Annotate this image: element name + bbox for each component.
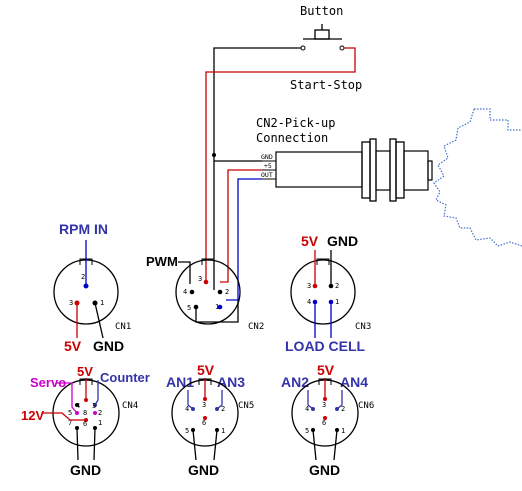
cn1-pin2: 2: [81, 273, 85, 281]
cn1-left-label: 5V: [64, 338, 82, 354]
pickup-sensor: CN2-Pick-up Connection GND +5 OUT: [256, 116, 433, 202]
cn6-top-red: 5V: [317, 362, 335, 378]
cn6-pin1: 1: [341, 427, 345, 435]
cn5-right-blue: AN3: [217, 374, 245, 390]
cn4-top-red: 5V: [77, 364, 93, 379]
pickup-pin-out: OUT: [261, 171, 273, 179]
cn1-right-label: GND: [93, 338, 124, 354]
cn2-left-label: PWM: [146, 254, 178, 269]
cn4-pin8: 8: [83, 409, 87, 417]
cn3-top-left: 5V: [301, 233, 319, 249]
cn1-top-label: RPM IN: [59, 221, 108, 237]
cn5-top-red: 5V: [197, 362, 215, 378]
cn4-bottom: GND: [70, 462, 101, 478]
cn6-pin4: 4: [305, 405, 309, 413]
cn6-left-blue: AN2: [281, 374, 309, 390]
cn2-name: CN2: [248, 322, 264, 332]
cn6-name: CN6: [358, 401, 374, 411]
cn6-pin2: 2: [341, 405, 345, 413]
button-title: Button: [300, 4, 343, 18]
connector-cn6: 5V AN2 AN4 3 4 2 6 5 1 CN6 GND: [281, 362, 374, 478]
cn6-pin3: 3: [322, 401, 326, 409]
cn5-pin6: 6: [202, 419, 206, 427]
start-stop-label: Start-Stop: [290, 78, 362, 92]
cn5-pin1: 1: [221, 427, 225, 435]
cn5-pin4: 4: [185, 405, 189, 413]
pickup-wires: [214, 160, 262, 301]
connector-cn5: 5V AN1 AN3 3 4 2 6 5 1 CN5 GND: [166, 362, 254, 478]
cn4-left-red: 12V: [21, 408, 44, 423]
connector-cn1: RPM IN 2 3 1 CN1 5V GND: [53, 221, 131, 354]
cn2-pin1: 1: [215, 303, 219, 311]
cn4-pin7: 7: [68, 419, 72, 427]
cn3-bottom-label: LOAD CELL: [285, 338, 366, 354]
cn4-pin4: 4: [76, 402, 80, 410]
pickup-pin-plus5: +5: [264, 162, 272, 170]
cn4-pin3: 3: [92, 402, 96, 410]
cn3-pin1: 1: [335, 298, 339, 306]
gear-wheel: [433, 108, 522, 247]
pickup-pin-gnd: GND: [261, 153, 273, 161]
button-wires: [205, 47, 356, 290]
cn5-pin2: 2: [221, 405, 225, 413]
cn5-left-blue: AN1: [166, 374, 194, 390]
cn2-pin4: 4: [183, 288, 187, 296]
cn1-pin3: 3: [69, 299, 73, 307]
cn1-pin1: 1: [100, 299, 104, 307]
cn3-pin2: 2: [335, 282, 339, 290]
cn6-bottom: GND: [309, 462, 340, 478]
cn4-left-magenta: Servo: [30, 375, 66, 390]
cn2-pin5: 5: [187, 304, 191, 312]
cn2-pin3: 3: [198, 275, 202, 283]
connector-cn2: PWM 3 4 2 5 1 CN2: [146, 254, 264, 332]
cn4-pin5: 5: [68, 409, 72, 417]
connector-cn3: 5V GND 3 2 4 1 CN3 LOAD CELL: [285, 233, 371, 354]
cn6-pin5: 5: [305, 427, 309, 435]
connector-cn4: 5V Servo Counter 12V 4 3 5 8 2 7 6 1 CN4…: [21, 364, 150, 478]
cn6-right-blue: AN4: [340, 374, 368, 390]
cn3-top-right: GND: [327, 233, 358, 249]
cn5-name: CN5: [238, 401, 254, 411]
cn4-pin6: 6: [83, 420, 87, 428]
cn1-name: CN1: [115, 322, 131, 332]
cn4-right-blue: Counter: [100, 370, 150, 385]
cn4-name: CN4: [122, 401, 138, 411]
cn5-bottom: GND: [188, 462, 219, 478]
cn4-pin2: 2: [98, 409, 102, 417]
cn5-pin5: 5: [185, 427, 189, 435]
cn4-pin1: 1: [98, 419, 102, 427]
pickup-title: CN2-Pick-up: [256, 116, 335, 130]
cn2-pin2: 2: [225, 288, 229, 296]
cn3-pin4: 4: [307, 298, 311, 306]
cn3-name: CN3: [355, 322, 371, 332]
cn6-pin6: 6: [322, 419, 326, 427]
cn5-pin3: 3: [202, 401, 206, 409]
pickup-subtitle: Connection: [256, 131, 328, 145]
cn3-pin3: 3: [307, 282, 311, 290]
